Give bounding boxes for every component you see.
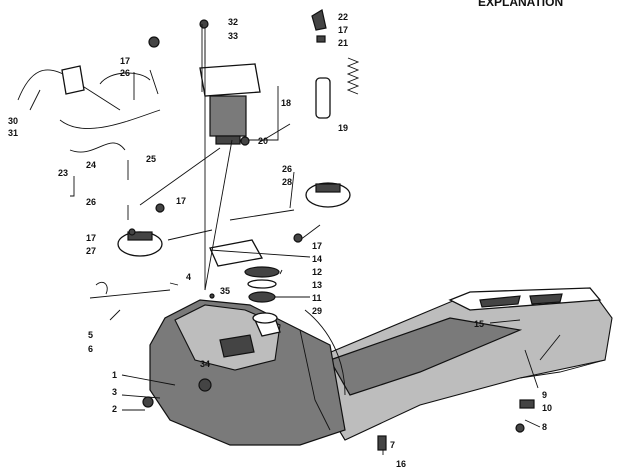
label-27: 27 [86, 246, 96, 256]
label-22: 22 [338, 12, 348, 22]
label-17-top-left: 17 [120, 56, 130, 66]
label-15: 15 [474, 319, 484, 329]
leader-lines [29, 24, 561, 455]
label-13: 13 [312, 280, 322, 290]
valve-right [305, 182, 351, 208]
fuel-cap-stack [209, 239, 280, 303]
label-7: 7 [390, 440, 395, 450]
label-32: 32 [228, 17, 238, 27]
label-25: 25 [146, 154, 156, 164]
part-labels: 32 33 22 17 21 17 26 18 19 20 30 31 24 2… [8, 12, 552, 469]
fuel-filter-assembly [311, 9, 360, 119]
label-9: 9 [542, 390, 547, 400]
label-33: 33 [228, 31, 238, 41]
label-26-right: 26 [282, 164, 292, 174]
fuel-tank [149, 299, 346, 446]
label-29: 29 [312, 306, 322, 316]
label-1: 1 [112, 370, 117, 380]
label-17-top-right: 17 [338, 25, 348, 35]
label-24: 24 [86, 160, 96, 170]
label-17-right: 17 [312, 241, 322, 251]
label-31: 31 [8, 128, 18, 138]
label-21: 21 [338, 38, 348, 48]
label-4: 4 [186, 272, 191, 282]
label-20: 20 [258, 136, 268, 146]
label-35: 35 [220, 286, 230, 296]
label-14: 14 [312, 254, 322, 264]
label-5: 5 [88, 330, 93, 340]
chassis-tunnel [299, 287, 613, 441]
small-hardware [128, 36, 535, 451]
label-19: 19 [338, 123, 348, 133]
label-3: 3 [112, 387, 117, 397]
fuel-lines-left [17, 65, 161, 180]
header-text: EXPLANATION [478, 0, 563, 9]
label-12: 12 [312, 267, 322, 277]
label-17-middle: 17 [176, 196, 186, 206]
valve-left [117, 231, 163, 257]
fuel-pump-assembly [199, 19, 261, 145]
label-10: 10 [542, 403, 552, 413]
label-30: 30 [8, 116, 18, 126]
label-23: 23 [58, 168, 68, 178]
label-18: 18 [281, 98, 291, 108]
label-26-top: 26 [120, 68, 130, 78]
label-26-left: 26 [86, 197, 96, 207]
label-16: 16 [396, 459, 406, 469]
label-17-left: 17 [86, 233, 96, 243]
label-8: 8 [542, 422, 547, 432]
label-6: 6 [88, 344, 93, 354]
linkage-rod [89, 281, 171, 321]
label-28: 28 [282, 177, 292, 187]
label-2: 2 [112, 404, 117, 414]
label-11: 11 [312, 293, 322, 303]
label-34: 34 [200, 359, 210, 369]
